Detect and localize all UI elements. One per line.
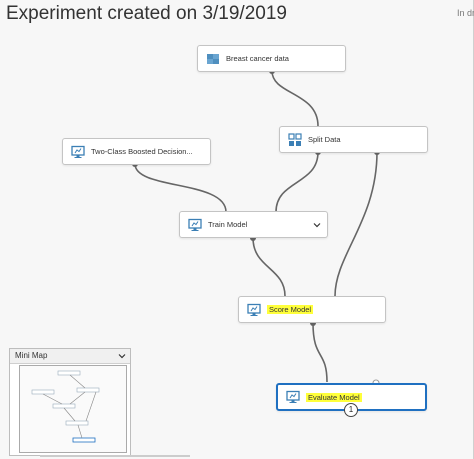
connector-train-to-score (252, 237, 286, 297)
mini-map-thumbnail (31, 370, 100, 443)
mini-map-viewport[interactable] (19, 365, 127, 453)
chevron-down-icon[interactable] (313, 221, 321, 229)
module-split-data[interactable]: Split Data (279, 126, 428, 153)
mini-map-title: Mini Map (15, 351, 48, 360)
module-label: Score Model (267, 305, 314, 314)
output-port-badge[interactable]: 1 (344, 403, 358, 417)
module-breast-cancer-data[interactable]: Breast cancer data (197, 45, 346, 72)
module-label: Evaluate Model (306, 392, 362, 402)
module-label: Two-Class Boosted Decision... (91, 147, 193, 156)
dataset-icon (207, 53, 219, 64)
connector-dataset-to-split (271, 70, 319, 127)
mini-map-header[interactable]: Mini Map (10, 349, 130, 364)
split-data-icon (288, 132, 302, 146)
status-text: In dr (457, 8, 474, 18)
horizontal-scroll-track[interactable] (40, 455, 190, 457)
connector-boosted-to-train (134, 163, 227, 213)
module-label: Split Data (308, 135, 341, 144)
module-score-model[interactable]: Score Model (238, 296, 386, 323)
monitor-icon (188, 218, 202, 231)
module-two-class-boosted-decision-tree[interactable]: Two-Class Boosted Decision... (62, 138, 211, 165)
connector-split-right-to-score (334, 151, 378, 297)
connector-split-left-to-train (275, 151, 319, 213)
module-label: Breast cancer data (226, 54, 289, 63)
monitor-icon (247, 303, 261, 316)
module-train-model[interactable]: Train Model (179, 211, 328, 238)
chevron-down-icon[interactable] (118, 352, 126, 360)
monitor-icon (286, 390, 300, 403)
connector-score-to-evaluate (312, 322, 328, 383)
experiment-title: Experiment created on 3/19/2019 (6, 3, 287, 24)
monitor-icon (71, 145, 85, 158)
module-label: Train Model (208, 220, 248, 229)
mini-map[interactable]: Mini Map (9, 348, 131, 456)
